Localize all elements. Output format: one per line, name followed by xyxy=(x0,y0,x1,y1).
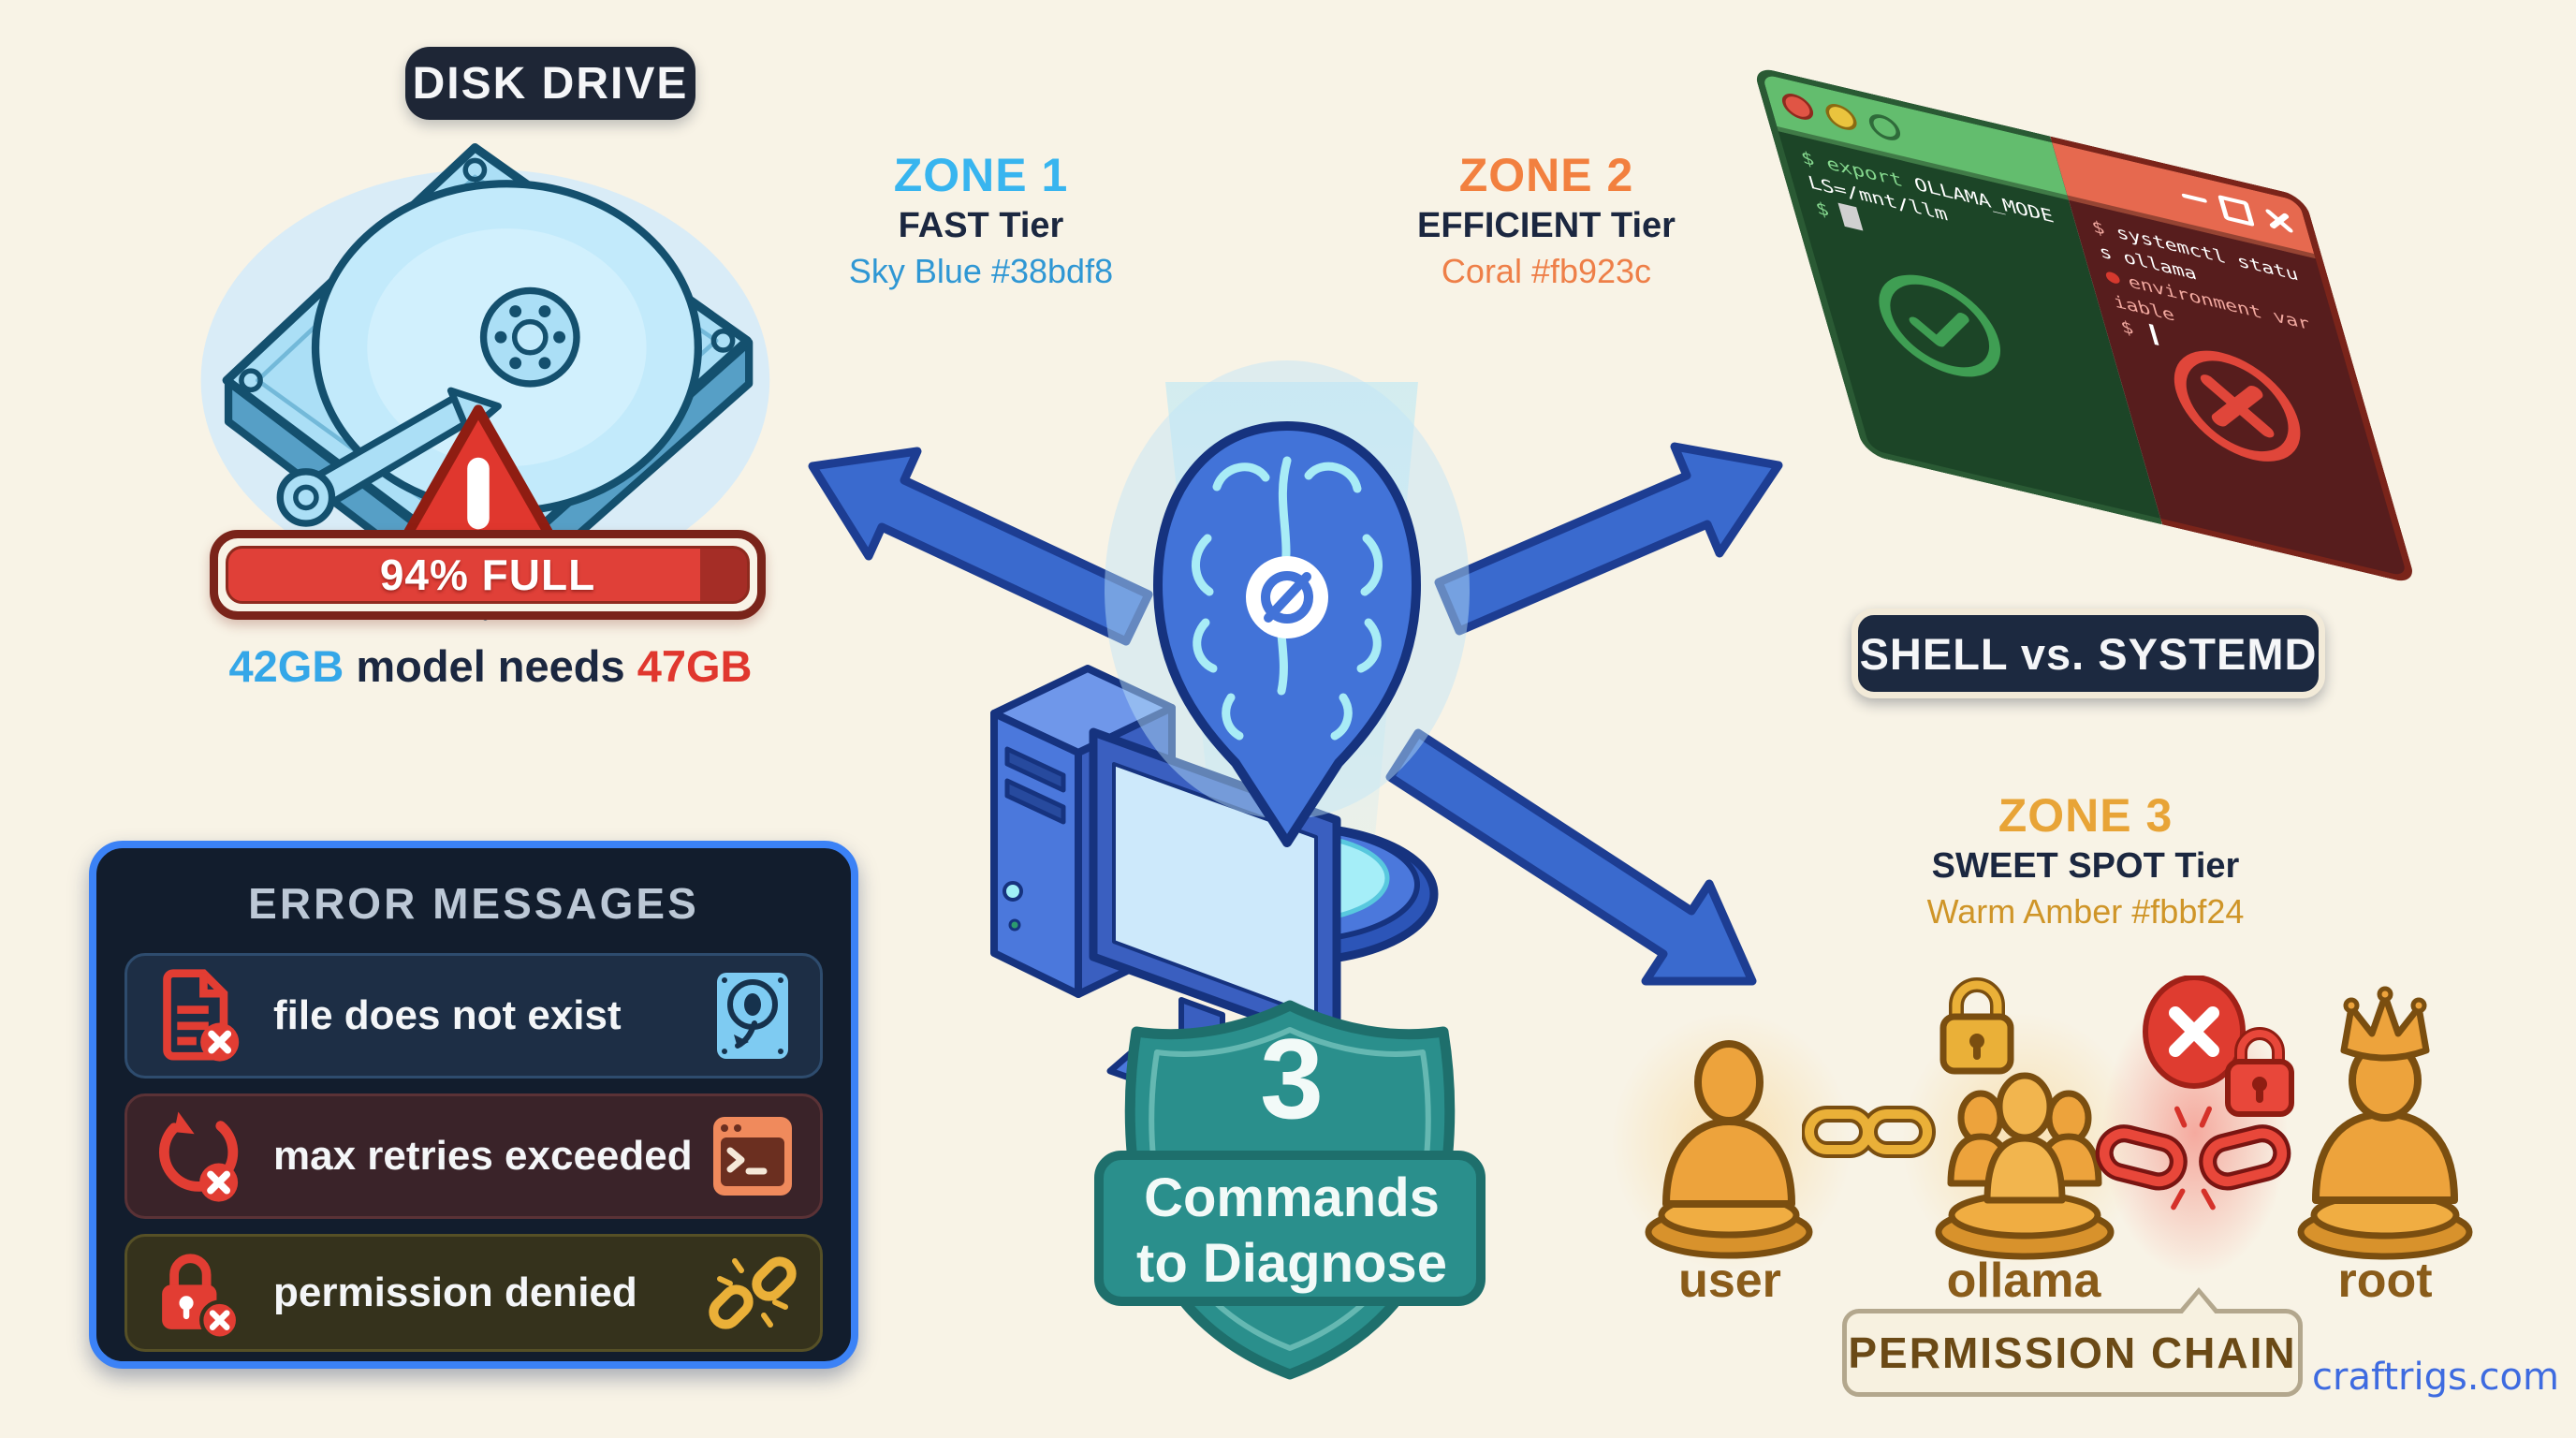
sync-icon xyxy=(1246,556,1328,638)
broken-link-icon xyxy=(709,1256,797,1329)
terminal-shell-pane: $ export OLLAMA_MODELS=/mnt/llm $ xyxy=(1752,66,2163,525)
terminal-window-icon xyxy=(713,1117,792,1196)
disk-capacity-fill: 94% FULL xyxy=(226,546,750,604)
hard-disk-illustration xyxy=(200,143,770,621)
model-size-value: 42GB xyxy=(228,641,344,691)
error-text: file does not exist xyxy=(273,992,622,1038)
chain-link-icon xyxy=(1802,1106,1936,1158)
zone-3-color-note: Warm Amber #fbbf24 xyxy=(1926,892,2245,931)
shell-vs-systemd-text: SHELL vs. SYSTEMD xyxy=(1859,628,2318,679)
zone-1-name: ZONE 1 xyxy=(893,149,1069,201)
zone-3-name: ZONE 3 xyxy=(1998,789,2174,842)
lock-error-icon xyxy=(162,1254,241,1341)
error-row-max-retries: max retries exceeded xyxy=(124,1093,823,1219)
disk-capacity-bar: 94% FULL xyxy=(210,530,766,620)
retry-error-icon xyxy=(159,1111,239,1202)
brain-balloon-icon xyxy=(1153,421,1421,847)
disk-capacity-note: 42GB model needs 47GB xyxy=(163,640,818,692)
document-error-icon xyxy=(163,969,240,1062)
shield-number: 3 xyxy=(1260,1015,1324,1142)
bubble-pointer xyxy=(2176,1287,2221,1315)
chain-label-user: user xyxy=(1678,1254,1781,1308)
permission-chain-text: PERMISSION CHAIN xyxy=(1848,1328,2297,1377)
disk-drive-icon xyxy=(717,973,788,1059)
shield-badge xyxy=(1094,1000,1486,1380)
disk-capacity-text: 94% FULL xyxy=(379,550,596,599)
denied-x-icon xyxy=(2143,976,2246,1089)
zone-1-color-note: Sky Blue #38bdf8 xyxy=(848,252,1114,290)
disk-drive-label: DISK DRIVE xyxy=(405,47,695,120)
check-circle-icon xyxy=(1879,274,2001,377)
terminal-systemd-pane: $ systemctl status ollama environment va… xyxy=(2050,136,2417,585)
gold-lock-icon xyxy=(1939,977,2014,1075)
error-panel-title: ERROR MESSAGES xyxy=(248,879,699,928)
zone-1-tier: FAST Tier xyxy=(898,206,1064,245)
red-lock-icon xyxy=(2225,1027,2294,1117)
user-figure-icon xyxy=(1645,1040,1813,1259)
error-text: max retries exceeded xyxy=(273,1133,693,1179)
zone-2-name: ZONE 2 xyxy=(1458,149,1634,201)
zone-2-tier: EFFICIENT Tier xyxy=(1417,206,1676,245)
zone-2-color-note: Coral #fb923c xyxy=(1441,252,1652,290)
terminal-window: $ export OLLAMA_MODELS=/mnt/llm $ xyxy=(1752,66,2417,585)
shell-vs-systemd-label: SHELL vs. SYSTEMD xyxy=(1852,609,2325,698)
broken-chain-icon xyxy=(2095,1106,2291,1211)
shield-line2: to Diagnose xyxy=(1136,1233,1447,1294)
chain-label-ollama: ollama xyxy=(1946,1254,2101,1308)
chain-label-root: root xyxy=(2337,1254,2433,1308)
needed-size-value: 47GB xyxy=(637,641,753,691)
zone-2-heading: ZONE 2 EFFICIENT Tier Coral #fb923c xyxy=(1359,148,1734,291)
capacity-note-middle: model needs xyxy=(356,641,625,691)
zone-3-heading: ZONE 3 SWEET SPOT Tier Warm Amber #fbbf2… xyxy=(1898,788,2273,932)
ollama-group-icon xyxy=(1935,1072,2115,1260)
error-text: permission denied xyxy=(273,1269,637,1315)
watermark-link[interactable]: craftrigs.com xyxy=(2312,1356,2559,1399)
shield-line1: Commands xyxy=(1144,1167,1440,1228)
permission-chain-label: PERMISSION CHAIN xyxy=(1842,1287,2303,1397)
x-circle-icon xyxy=(2174,350,2301,462)
root-figure-icon xyxy=(2297,986,2473,1260)
zone-3-tier: SWEET SPOT Tier xyxy=(1931,846,2240,886)
error-row-file-not-exist: file does not exist xyxy=(124,953,823,1078)
error-row-permission-denied: permission denied xyxy=(124,1234,823,1352)
disk-drive-label-text: DISK DRIVE xyxy=(412,58,689,109)
zone-1-heading: ZONE 1 FAST Tier Sky Blue #38bdf8 xyxy=(794,148,1168,291)
